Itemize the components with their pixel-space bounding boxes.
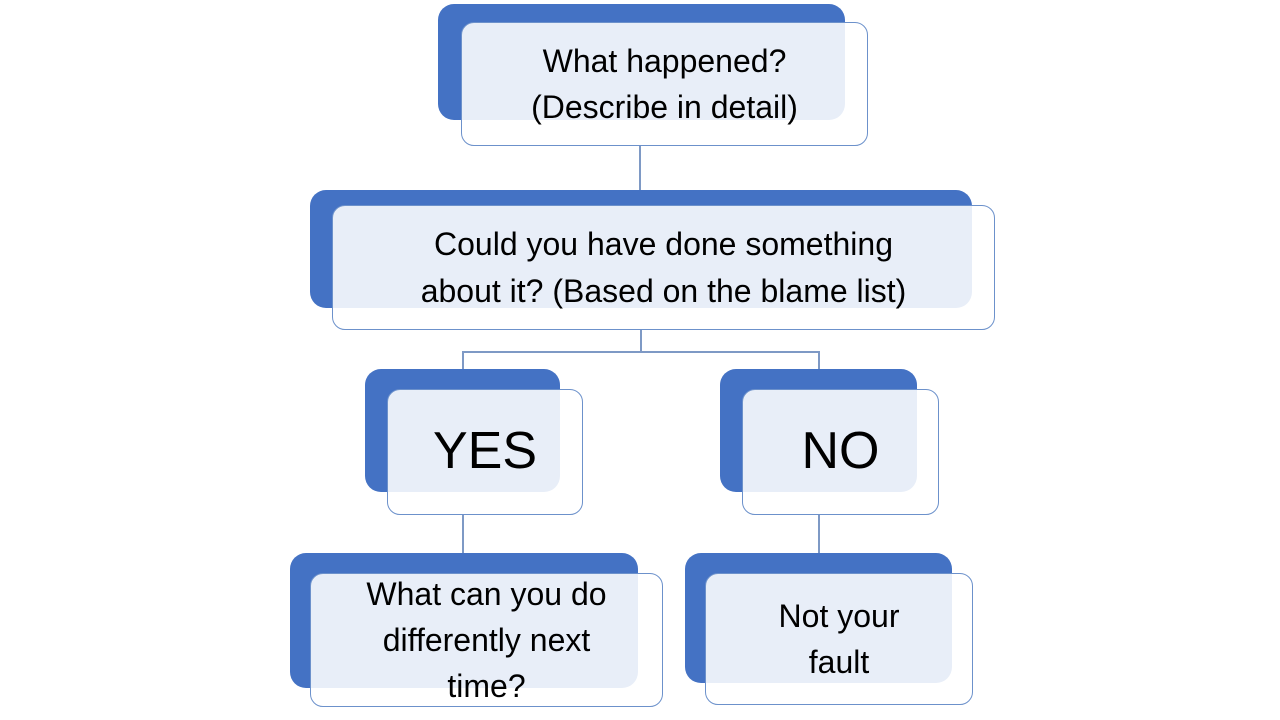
node-label: YES	[433, 422, 537, 482]
node-label: NO	[802, 422, 880, 482]
node-label: What can you do differently next time?	[366, 571, 606, 709]
connector-branch-bar	[462, 351, 820, 353]
node-label-line: YES	[432, 422, 538, 481]
node-label-line: What happened?	[542, 42, 787, 79]
node-label-line: Could you have done something	[434, 226, 893, 263]
node-label-line: differently next	[382, 621, 591, 658]
node-card: YES	[387, 389, 583, 515]
node-label: Could you have done something about it? …	[421, 221, 907, 313]
node-label-line: about it? (Based on the blame list)	[420, 272, 907, 309]
node-label-line: time?	[447, 668, 526, 705]
connector-branch-no	[818, 351, 820, 369]
node-card: Not your fault	[705, 573, 973, 705]
node-label-line: (Describe in detail)	[531, 89, 798, 125]
node-label-line: What can you do	[366, 575, 607, 612]
connector-no-next	[818, 515, 820, 553]
node-label-line: fault	[808, 644, 870, 680]
connector-q1-q2	[639, 146, 641, 190]
node-label: Not your fault	[779, 593, 900, 685]
node-label-line: Not your	[778, 597, 900, 634]
connector-yes-next	[462, 515, 464, 553]
connector-q2-branch	[640, 330, 642, 351]
node-card: Could you have done something about it? …	[332, 205, 995, 330]
node-card: What happened? (Describe in detail)	[461, 22, 868, 146]
connector-branch-yes	[462, 351, 464, 369]
node-card: What can you do differently next time?	[310, 573, 663, 707]
node-label-line: NO	[801, 422, 880, 481]
node-label: What happened? (Describe in detail)	[531, 38, 798, 130]
node-card: NO	[742, 389, 939, 515]
